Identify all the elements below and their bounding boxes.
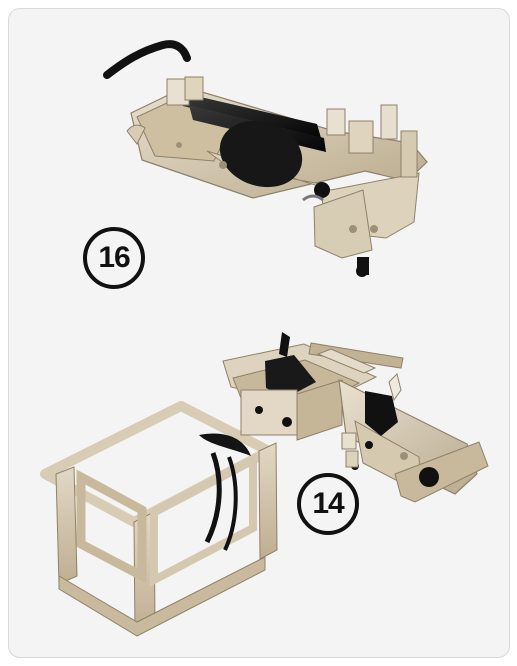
upper-black-roller-1 <box>179 92 321 138</box>
upper-product-illustration <box>9 9 509 309</box>
product-number-badge-16: 16 <box>83 227 145 289</box>
product-number-16-label: 16 <box>98 241 130 274</box>
lower-black-knob <box>419 467 439 487</box>
product-number-badge-14: 14 <box>297 473 359 535</box>
lower-product-illustration <box>9 324 509 657</box>
product-card: 16 <box>8 8 510 658</box>
upper-black-drum <box>219 120 303 188</box>
upper-handle <box>103 40 191 79</box>
product-number-14-label: 14 <box>312 487 344 520</box>
